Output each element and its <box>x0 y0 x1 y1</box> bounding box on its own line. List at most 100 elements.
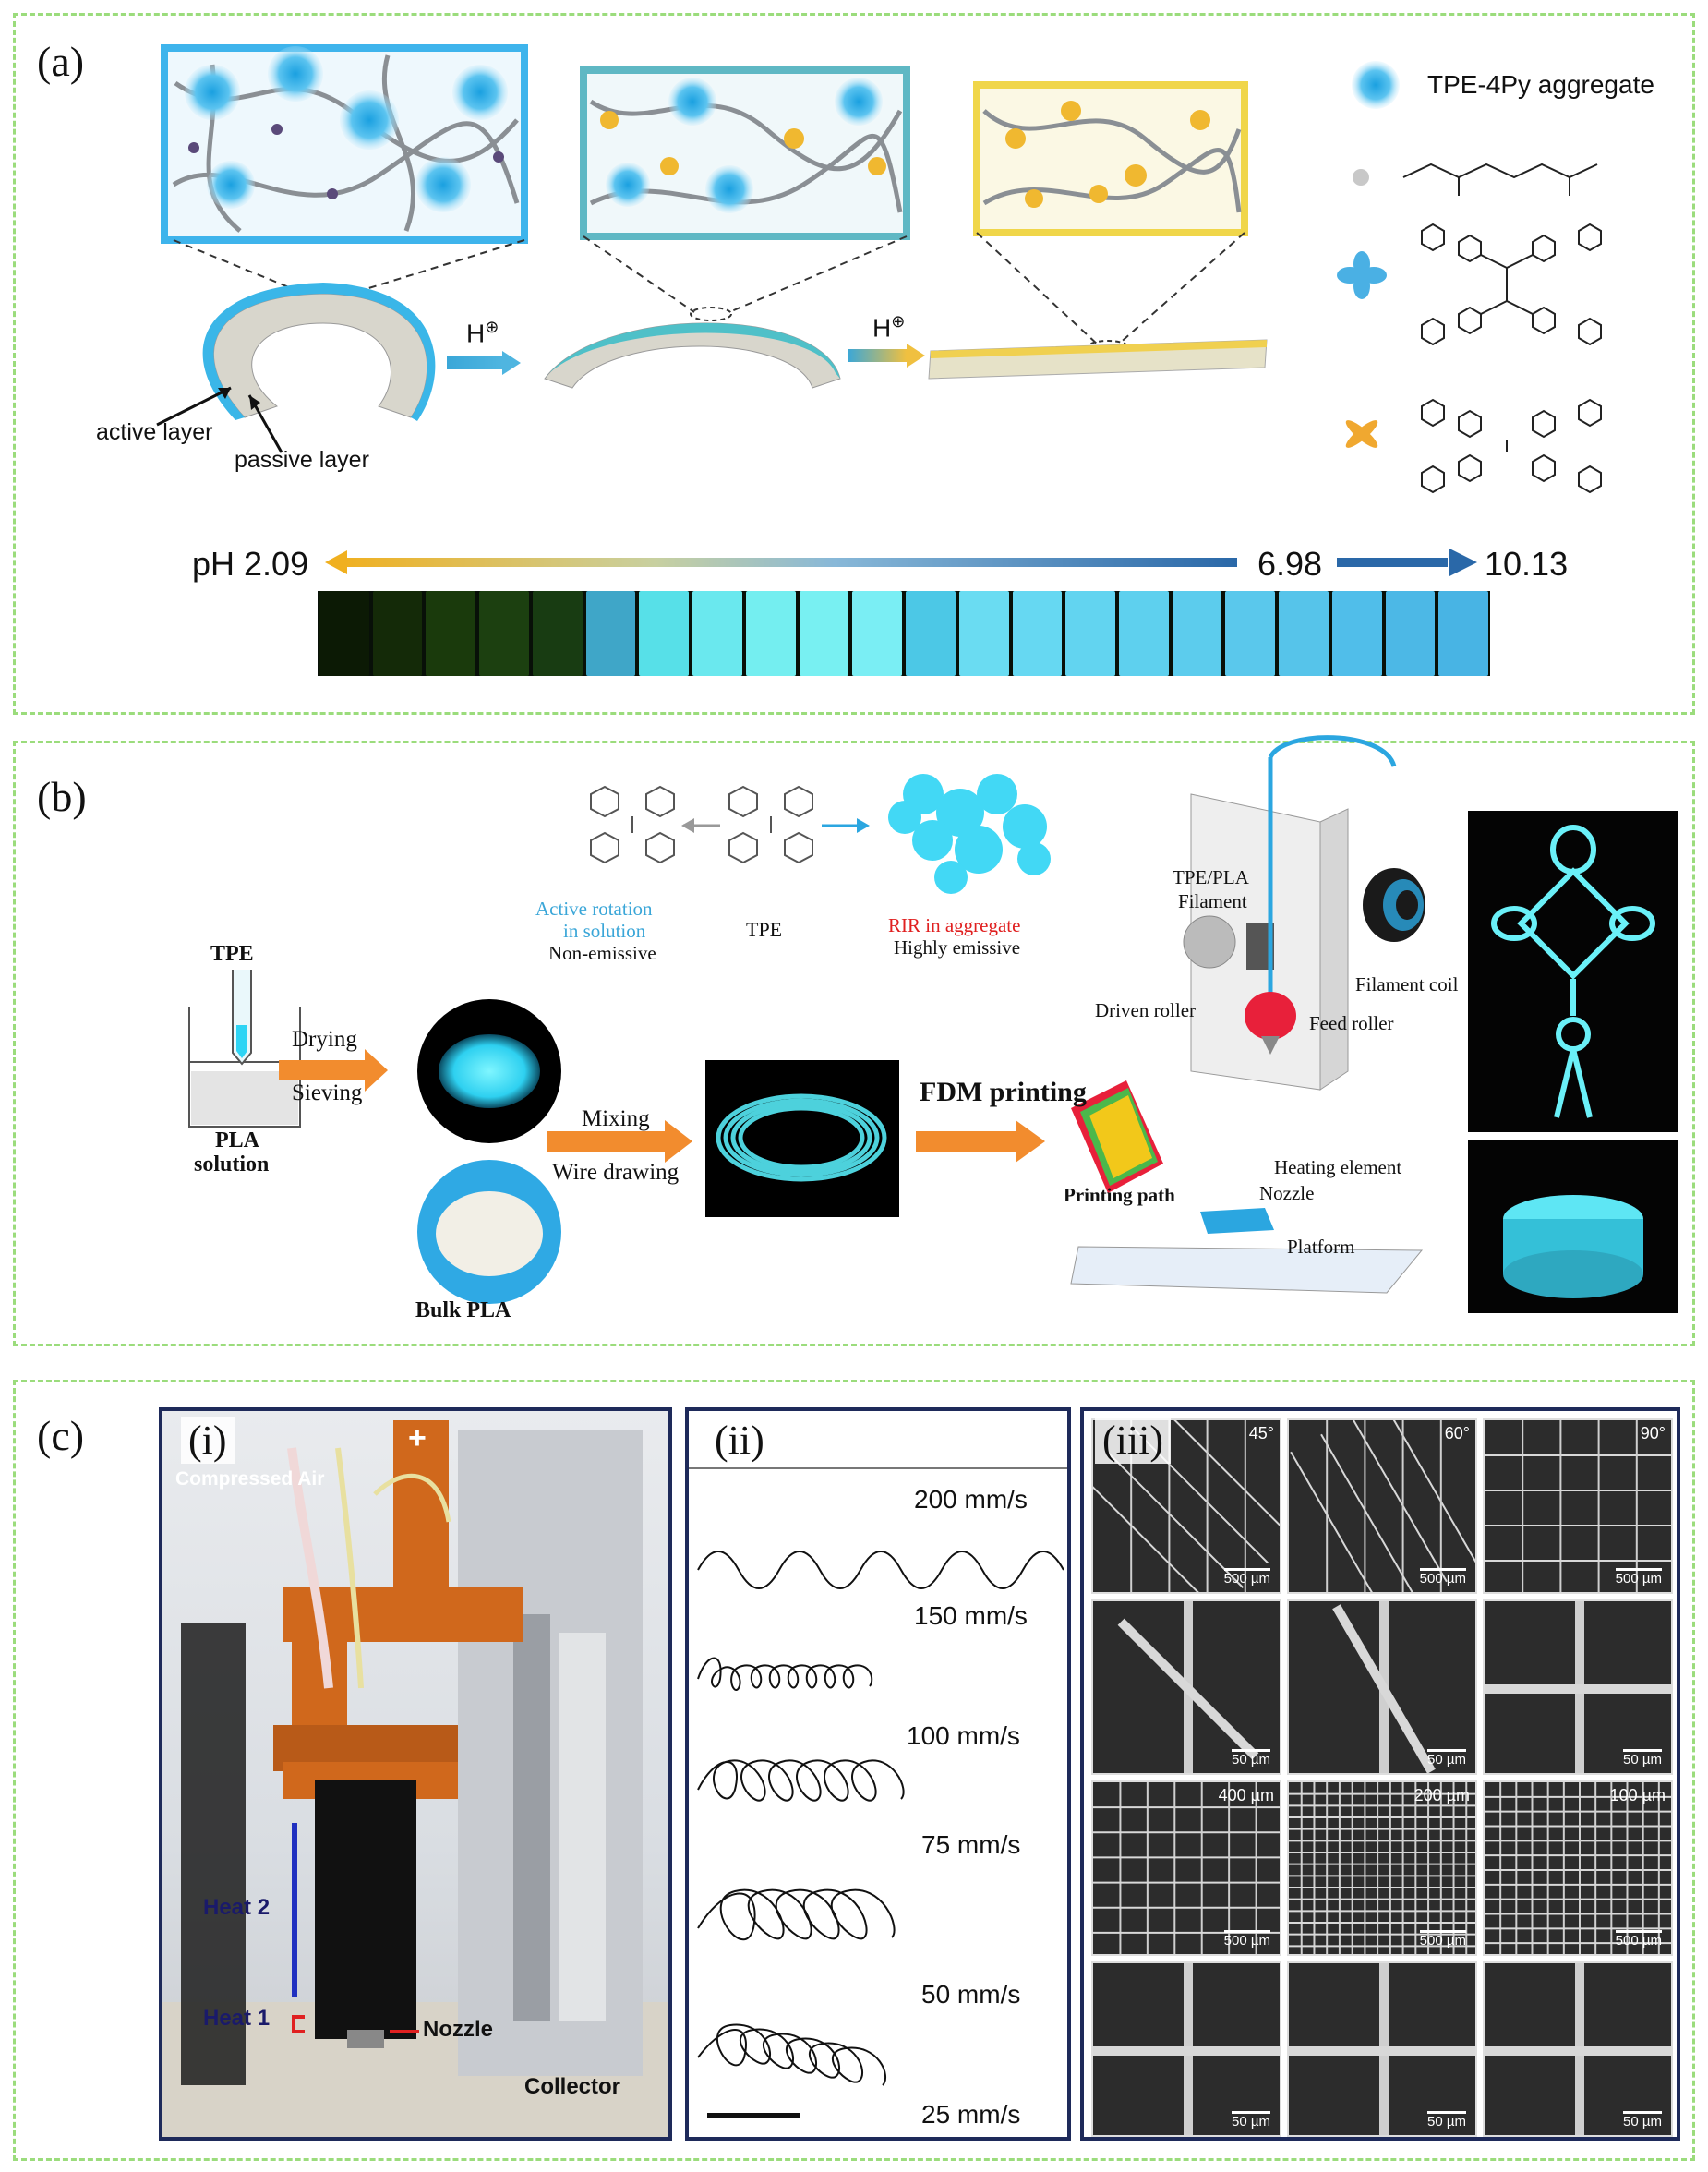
highly-emissive-label: Highly emissive <box>894 936 1021 959</box>
speed-traces <box>689 1467 1067 2118</box>
vial-strip <box>318 591 1490 676</box>
proton-symbol-1: H <box>466 319 486 348</box>
speed-label-50: 50 mm/s <box>921 1980 1021 2009</box>
sem-scale-bar: 50 µm <box>1623 2111 1662 2130</box>
vial <box>852 591 903 676</box>
vial <box>1172 591 1222 676</box>
sem-fiber-pattern <box>1485 1782 1671 1954</box>
tpe-neutral-icon <box>1337 251 1387 299</box>
vial <box>1225 591 1276 676</box>
active-rotation-label: Active rotation <box>535 898 653 920</box>
subpanel-ii-label: (ii) <box>707 1417 772 1464</box>
vial <box>585 591 636 676</box>
sem-image: 60°500 µm <box>1287 1418 1477 1594</box>
speed-label-100: 100 mm/s <box>907 1721 1020 1750</box>
wire-drawing-label: Wire drawing <box>552 1160 680 1185</box>
sem-image: 200 µm 500 µm <box>1287 1780 1477 1956</box>
subpanel-ii: (ii) 200 mm/s 150 mm/s 100 mm/s 75 mm/s … <box>685 1407 1071 2141</box>
sem-image: 50 µm <box>1091 1599 1281 1775</box>
sem-fiber-pattern <box>1117 1601 1259 1773</box>
filament-label-1: TPE/PLA <box>1173 866 1249 888</box>
panel-c-label: (c) <box>37 1412 85 1459</box>
proton-charge-2: ⊕ <box>891 312 906 331</box>
sem-fiber-pattern <box>1485 1963 1671 2135</box>
platform-label: Platform <box>1287 1236 1355 1258</box>
vial <box>639 591 690 676</box>
beaker <box>188 970 301 1128</box>
heating-element-label: Heating element <box>1274 1156 1402 1178</box>
ph-end-label: 10.13 <box>1485 545 1569 583</box>
active-layer-label: active layer <box>96 419 213 445</box>
legend-aggregate-label: TPE-4Py aggregate <box>1427 70 1654 99</box>
proton-label-1: H⊕ <box>466 318 499 348</box>
vial <box>372 591 423 676</box>
printer-head-photo <box>162 1420 668 2137</box>
beaker-tpe-label: TPE <box>210 942 254 966</box>
sem-angle-label: 45° <box>1248 1424 1274 1442</box>
panel-c-frame <box>13 1380 1695 2161</box>
sem-scale-bar: 50 µm <box>1232 1749 1270 1768</box>
tpe-aggregate-cluster <box>888 774 1051 894</box>
sem-scale-bar: 500 µm <box>1419 1568 1466 1587</box>
panel-b-schematic <box>188 735 1678 1313</box>
vial <box>1331 591 1382 676</box>
sem-scale-bar: 500 µm <box>1419 1930 1466 1949</box>
sem-fiber-pattern <box>1289 1963 1475 2135</box>
panel-a-label: (a) <box>37 38 85 85</box>
nozzle-arrow <box>390 2030 419 2033</box>
pla-solution-label-2: solution <box>194 1152 270 1176</box>
sem-scale-bar: 50 µm <box>1623 1749 1662 1768</box>
sem-fiber-pattern <box>1485 1601 1671 1773</box>
feed-roller-label: Feed roller <box>1309 1012 1394 1034</box>
sem-scale-bar: 50 µm <box>1427 1749 1466 1768</box>
vial <box>426 591 476 676</box>
linker-structure <box>1402 163 1598 196</box>
proton-symbol-2: H <box>872 313 892 343</box>
network-box-3 <box>973 81 1248 236</box>
sem-angle-label: 90° <box>1640 1424 1666 1442</box>
ph-start-label: pH 2.09 <box>192 545 309 583</box>
sem-fiber-pattern <box>1332 1601 1436 1773</box>
sem-spacing-label: 200 µm <box>1413 1786 1470 1804</box>
panel-a-frame <box>13 13 1695 715</box>
subpanel-i: (i) Compressed Air + Heat 2 Heat 1 Nozzl… <box>159 1407 672 2141</box>
tpe-4pyh-structure <box>1421 398 1602 494</box>
printing-path-label: Printing path <box>1064 1184 1175 1206</box>
collector-label: Collector <box>524 2074 621 2099</box>
rir-label: RIR in aggregate <box>888 914 1021 936</box>
nozzle-b-label: Nozzle <box>1259 1182 1315 1204</box>
heat1-bracket <box>292 2015 305 2033</box>
ph-mid-label: 6.98 <box>1257 545 1323 583</box>
non-emissive-label: Non-emissive <box>548 942 656 964</box>
sem-scale-bar: 50 µm <box>1427 2111 1466 2130</box>
vial <box>532 591 583 676</box>
sem-scale-bar: 50 µm <box>1232 2111 1270 2130</box>
tpe-molecule <box>728 785 813 864</box>
proton-label-2: H⊕ <box>872 312 905 343</box>
filament-label-2: Filament <box>1178 890 1247 912</box>
fdm-printer <box>1070 735 1424 1294</box>
vial <box>1119 591 1169 676</box>
sem-scale-bar: 500 µm <box>1615 1930 1662 1949</box>
bilayer-curled <box>212 293 428 418</box>
sem-fiber-pattern <box>1289 1782 1475 1954</box>
vial <box>745 591 796 676</box>
vial <box>692 591 742 676</box>
panel-a-schematic <box>156 44 1602 576</box>
heat1-label: Heat 1 <box>203 2006 271 2031</box>
driven-roller-label: Driven roller <box>1095 999 1197 1021</box>
sem-scale-bar: 500 µm <box>1615 1568 1662 1587</box>
speed-label-75: 75 mm/s <box>921 1830 1021 1859</box>
network-box-1 <box>161 44 528 244</box>
sem-fiber-pattern <box>1093 1963 1280 2135</box>
vial <box>906 591 956 676</box>
vial <box>1385 591 1436 676</box>
network-box-2 <box>580 66 910 240</box>
compressed-air-label: Compressed Air <box>175 1468 325 1490</box>
in-solution-label: in solution <box>563 920 646 942</box>
vial <box>1012 591 1063 676</box>
sieving-label: Sieving <box>292 1080 363 1105</box>
heat2-label: Heat 2 <box>203 1895 271 1920</box>
